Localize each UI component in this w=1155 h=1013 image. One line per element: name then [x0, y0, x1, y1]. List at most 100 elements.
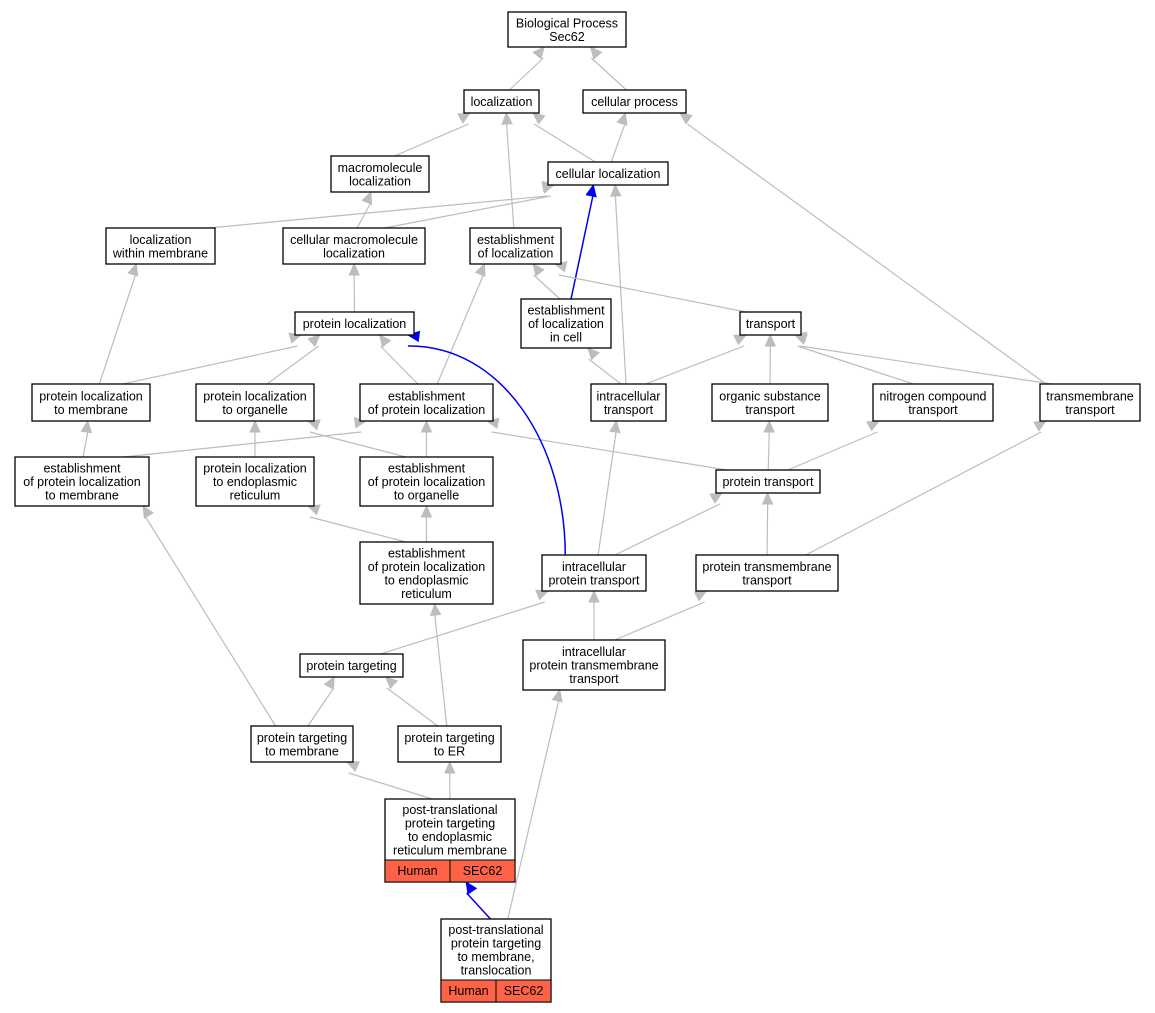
- node-label-line: to membrane: [45, 489, 119, 503]
- node-localization[interactable]: localization: [463, 89, 540, 114]
- node-label-line: establishment: [477, 233, 555, 247]
- node-box: [299, 653, 404, 678]
- arrowhead-protein_transport-to-nitrogen_compound_transport: [866, 420, 881, 432]
- arrowhead-establishment_of_localization_in_cell-to-cellular_localization: [585, 183, 597, 198]
- edge-establishment_of_protein_localization_to_membrane-to-establishment_of_protein_localization: [123, 431, 362, 458]
- edge-protein_targeting_to_membrane-to-protein_targeting: [307, 687, 335, 727]
- species-label: Human: [448, 984, 488, 998]
- node-label-line: establishment: [388, 462, 466, 476]
- edge-protein_transport-to-establishment_of_protein_localization: [491, 431, 728, 471]
- edge-protein_targeting-to-intracellular_protein_transport: [380, 601, 545, 655]
- node-label-line: localization: [471, 95, 533, 109]
- node-box: [872, 383, 994, 422]
- arrowhead-establishment_of_protein_localization_to_membrane-to-protein_localization_to_membrane: [80, 419, 93, 434]
- node-label-line: to endoplasmic: [213, 475, 297, 489]
- node-label-line: protein transport: [548, 573, 640, 587]
- arrowhead-intracellular_protein_transmembrane_transport-to-protein_transmembrane_transport: [693, 590, 708, 602]
- node-label-line: post-translational: [402, 803, 497, 817]
- node-label-line: of protein localization: [23, 475, 140, 489]
- edge-cellular_macromolecule_localization-to-cellular_localization: [384, 195, 551, 229]
- node-box: [105, 227, 216, 265]
- edge-localization_within_membrane-to-cellular_localization: [208, 195, 548, 229]
- node-box: [541, 554, 647, 592]
- edge-protein_localization_to_organelle-to-protein_localization: [266, 345, 319, 385]
- node-protein_localization[interactable]: protein localization: [294, 311, 415, 336]
- edge-protein_transport-to-organic_substance_transport: [767, 431, 770, 471]
- edge-protein_transmembrane_transport-to-protein_transport: [766, 503, 769, 556]
- node-protein_targeting[interactable]: protein targeting: [299, 653, 404, 678]
- node-box: [590, 383, 667, 422]
- node-label-line: to endoplasmic: [408, 830, 492, 844]
- edge-protein_localization_to_membrane-to-protein_localization: [122, 345, 298, 385]
- node-cellular_process[interactable]: cellular process: [582, 89, 687, 114]
- node-label-line: to membrane: [54, 403, 128, 417]
- edge-protein_targeting_to_membrane-to-establishment_of_protein_localization_to_membrane: [145, 516, 277, 727]
- node-box: [715, 469, 821, 494]
- node-protein_transport[interactable]: protein transport: [715, 469, 821, 494]
- gene-cell[interactable]: [495, 979, 552, 1003]
- arrowhead-intracellular_protein_transport-to-intracellular_transport: [609, 419, 621, 434]
- arrowhead-establishment_of_protein_localization_to_organelle-to-establishment_of_protein_localization: [420, 419, 433, 433]
- node-label-line: transport: [908, 403, 958, 417]
- node-label-line: transport: [604, 403, 654, 417]
- node-box: [359, 383, 494, 422]
- node-label-line: to ER: [434, 744, 465, 758]
- edge-intracellular_protein_transport-to-protein_localization: [407, 345, 567, 556]
- node-label-line: transmembrane: [1046, 389, 1134, 403]
- node-box: [547, 161, 669, 186]
- node-label-line: protein transmembrane: [529, 659, 658, 673]
- arrowhead-cellular_localization-to-cellular_process: [616, 111, 628, 126]
- node-box: [463, 89, 540, 114]
- node-cellular_localization[interactable]: cellular localization: [547, 161, 669, 186]
- edge-protein_targeting_to_er-to-protein_targeting: [386, 687, 439, 727]
- edge-transmembrane_transport-to-cellular_process: [686, 123, 1047, 385]
- node-box: [31, 383, 151, 422]
- gene-cell[interactable]: [449, 859, 516, 883]
- arrowhead-intracellular_protein_transport-to-protein_transport: [709, 492, 724, 504]
- edge-posttranslational_targeting_translocation-to-intracellular_protein_transmembrane_transport: [507, 700, 560, 920]
- arrowhead-establishment_of_localization-to-localization: [501, 111, 513, 125]
- edge-protein_localization_to_membrane-to-localization_within_membrane: [98, 274, 137, 385]
- node-label-line: protein localization: [303, 317, 407, 331]
- arrowhead-intracellular_transport-to-cellular_localization: [610, 183, 622, 197]
- arrowhead-posttranslational_targeting_to_er_membrane-to-protein_targeting_to_membrane: [345, 761, 360, 772]
- node-label-line: in cell: [550, 331, 582, 345]
- arrowheads-layer: [80, 46, 1048, 895]
- node-box: [469, 227, 562, 265]
- node-box: [1039, 383, 1141, 422]
- node-box: [695, 554, 839, 592]
- arrowhead-protein_localization_to_organelle-to-protein_localization: [307, 334, 321, 348]
- node-label-line: to membrane,: [457, 950, 534, 964]
- node-transport[interactable]: transport: [739, 311, 802, 336]
- node-label-line: localization: [130, 233, 192, 247]
- arrowhead-cellular_localization-to-localization: [532, 112, 546, 125]
- node-label-line: reticulum membrane: [393, 843, 507, 857]
- node-label-line: of localization: [478, 246, 554, 260]
- node-label-line: localization: [349, 174, 411, 188]
